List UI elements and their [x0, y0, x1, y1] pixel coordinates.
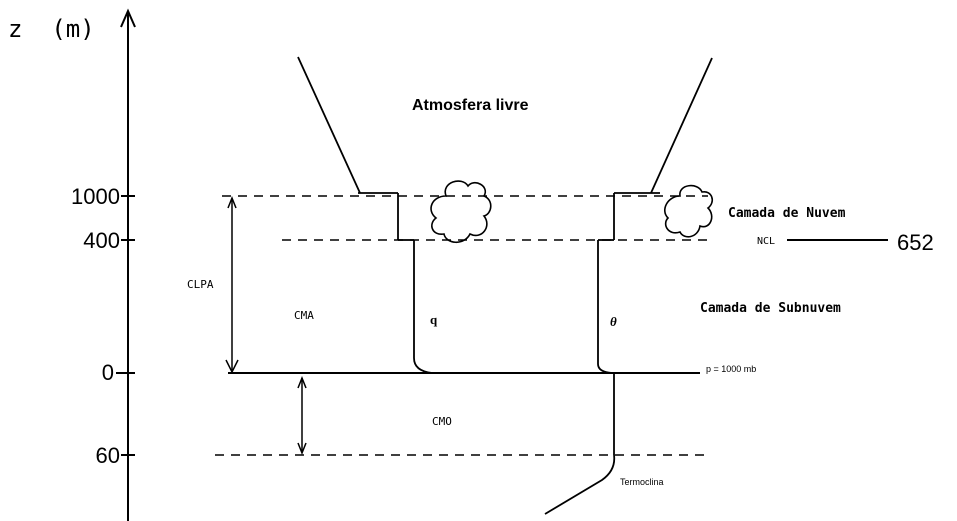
clpa-label: CLPA: [187, 278, 214, 291]
cma-label: CMA: [294, 309, 314, 322]
tick-label-1000: 1000: [71, 184, 120, 209]
ncl-label: NCL: [757, 236, 775, 247]
theta-profile: [545, 58, 712, 514]
cmo-arrow: [298, 378, 306, 453]
z-axis: [121, 11, 135, 521]
q-label: q: [430, 312, 438, 327]
tick-label-400: 400: [83, 228, 120, 253]
ncl-value-label: 652: [897, 230, 934, 255]
thermocline-label: Termoclina: [620, 477, 664, 487]
pressure-label: p = 1000 mb: [706, 364, 756, 374]
cloud-layer-label: Camada de Nuvem: [728, 206, 846, 221]
level-lines-dashed: [215, 196, 712, 455]
theta-label: θ: [610, 314, 617, 329]
z-axis-label: z (m): [8, 15, 95, 43]
clpa-arrow: [226, 198, 238, 372]
tick-label-60: 60: [96, 443, 120, 468]
cmo-label: CMO: [432, 415, 452, 428]
tick-label-0: 0: [102, 360, 114, 385]
free-atmosphere-label: Atmosfera livre: [412, 97, 529, 114]
subcloud-layer-label: Camada de Subnuvem: [700, 301, 841, 316]
cloud-icon: [665, 186, 712, 237]
cloud-icon: [431, 181, 491, 242]
